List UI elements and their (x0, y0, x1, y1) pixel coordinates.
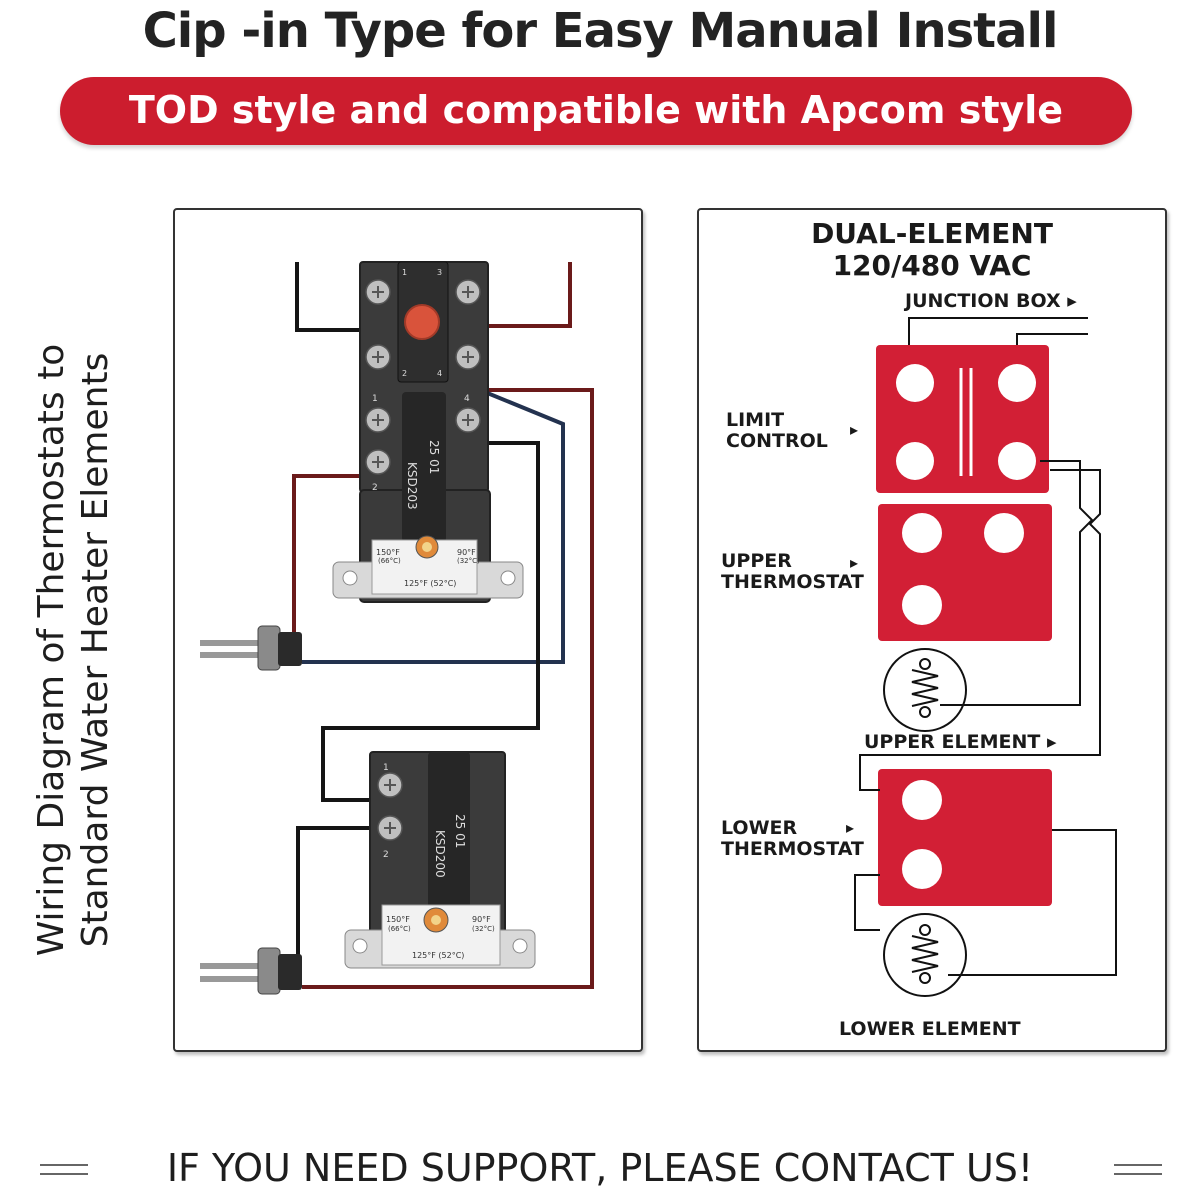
lower-thermostat-line1: LOWER (721, 817, 798, 839)
upper-terminal-1b: 1 (372, 394, 378, 404)
wire-black-lower (296, 826, 385, 968)
upper-dial-high: 150°F (376, 548, 400, 557)
upper-dial-mid: 125°F (52°C) (404, 579, 456, 588)
lower-terminal-1: 1 (383, 763, 389, 773)
dual-element-title: DUAL-ELEMENT 120/480 VAC (697, 218, 1167, 282)
dual-element-title-line2: 120/480 VAC (832, 249, 1032, 282)
upper-terminal-3: 3 (437, 268, 442, 277)
arrow-right-icon: ▸ (1067, 290, 1077, 312)
footer-right-rule (1114, 1164, 1162, 1175)
upper-terminal-4b: 4 (464, 394, 470, 404)
upper-terminal-2: 2 (402, 369, 407, 378)
junction-box-label: JUNCTION BOX ▸ (905, 290, 1077, 312)
lower-dial-low: 90°F (472, 915, 491, 924)
arrow-right-icon: ▸ (850, 420, 859, 439)
upper-element-symbol (883, 648, 967, 732)
limit-control-line2: CONTROL (726, 430, 828, 452)
arrow-right-icon: ▸ (1046, 731, 1057, 753)
lower-dial-mid: 125°F (52°C) (412, 951, 464, 960)
lower-code: 25 01 (453, 814, 467, 848)
upper-terminal-1: 1 (402, 268, 407, 277)
wire-brown-top-right (480, 262, 572, 328)
upper-thermostat-line2: THERMOSTAT (721, 571, 864, 593)
upper-terminal-4: 4 (437, 369, 442, 378)
upper-thermostat (332, 261, 524, 603)
limit-control-line1: LIMIT (726, 409, 785, 431)
wire-blue (302, 388, 565, 664)
upper-model: KSD203 (405, 462, 419, 510)
limit-control-label: LIMIT CONTROL (726, 410, 828, 452)
arrow-right-icon: ▸ (846, 818, 855, 837)
lower-heating-element (200, 947, 302, 995)
footer-support-text: IF YOU NEED SUPPORT, PLEASE CONTACT US! (166, 1146, 1034, 1190)
dual-element-title-line1: DUAL-ELEMENT (811, 217, 1053, 250)
wire-black-right (321, 441, 540, 802)
upper-dial-high-c: (66°C) (378, 557, 401, 565)
lower-thermostat (344, 751, 536, 969)
upper-terminal-2b: 2 (372, 483, 378, 493)
terminal-dots (896, 364, 1036, 889)
subtitle-text: TOD style and compatible with Apcom styl… (128, 88, 1064, 132)
junction-box-text: JUNCTION BOX (905, 290, 1061, 312)
upper-element-label: UPPER ELEMENT ▸ (864, 731, 1057, 753)
lower-thermostat-block (878, 769, 1052, 906)
upper-dial-low-c: (32°C) (457, 557, 480, 565)
headline: Cip -in Type for Easy Manual Install (142, 3, 1059, 59)
lower-thermostat-line2: THERMOSTAT (721, 838, 864, 860)
lower-dial-low-c: (32°C) (472, 925, 495, 933)
subtitle-banner: TOD style and compatible with Apcom styl… (60, 77, 1132, 145)
lower-dial-high: 150°F (386, 915, 410, 924)
lower-dial-high-c: (66°C) (388, 925, 411, 933)
wire-brown-left (292, 474, 372, 640)
arrow-right-icon: ▸ (850, 553, 859, 572)
lower-model: KSD200 (433, 830, 447, 878)
upper-element-text: UPPER ELEMENT (864, 731, 1041, 753)
lower-terminal-2: 2 (383, 850, 389, 860)
footer-left-rule (40, 1164, 88, 1175)
lower-element-label: LOWER ELEMENT (839, 1018, 1021, 1040)
wire-black-top-left (295, 262, 372, 332)
wire-brown-right-loop (302, 388, 594, 989)
lower-thermostat-label: LOWER THERMOSTAT (721, 818, 864, 860)
upper-thermostat-label: UPPER THERMOSTAT (721, 551, 864, 593)
lower-element-symbol (883, 913, 967, 997)
upper-code: 25 01 (427, 440, 441, 474)
upper-thermostat-line1: UPPER (721, 550, 792, 572)
upper-heating-element (200, 625, 302, 671)
upper-dial-low: 90°F (457, 548, 476, 557)
